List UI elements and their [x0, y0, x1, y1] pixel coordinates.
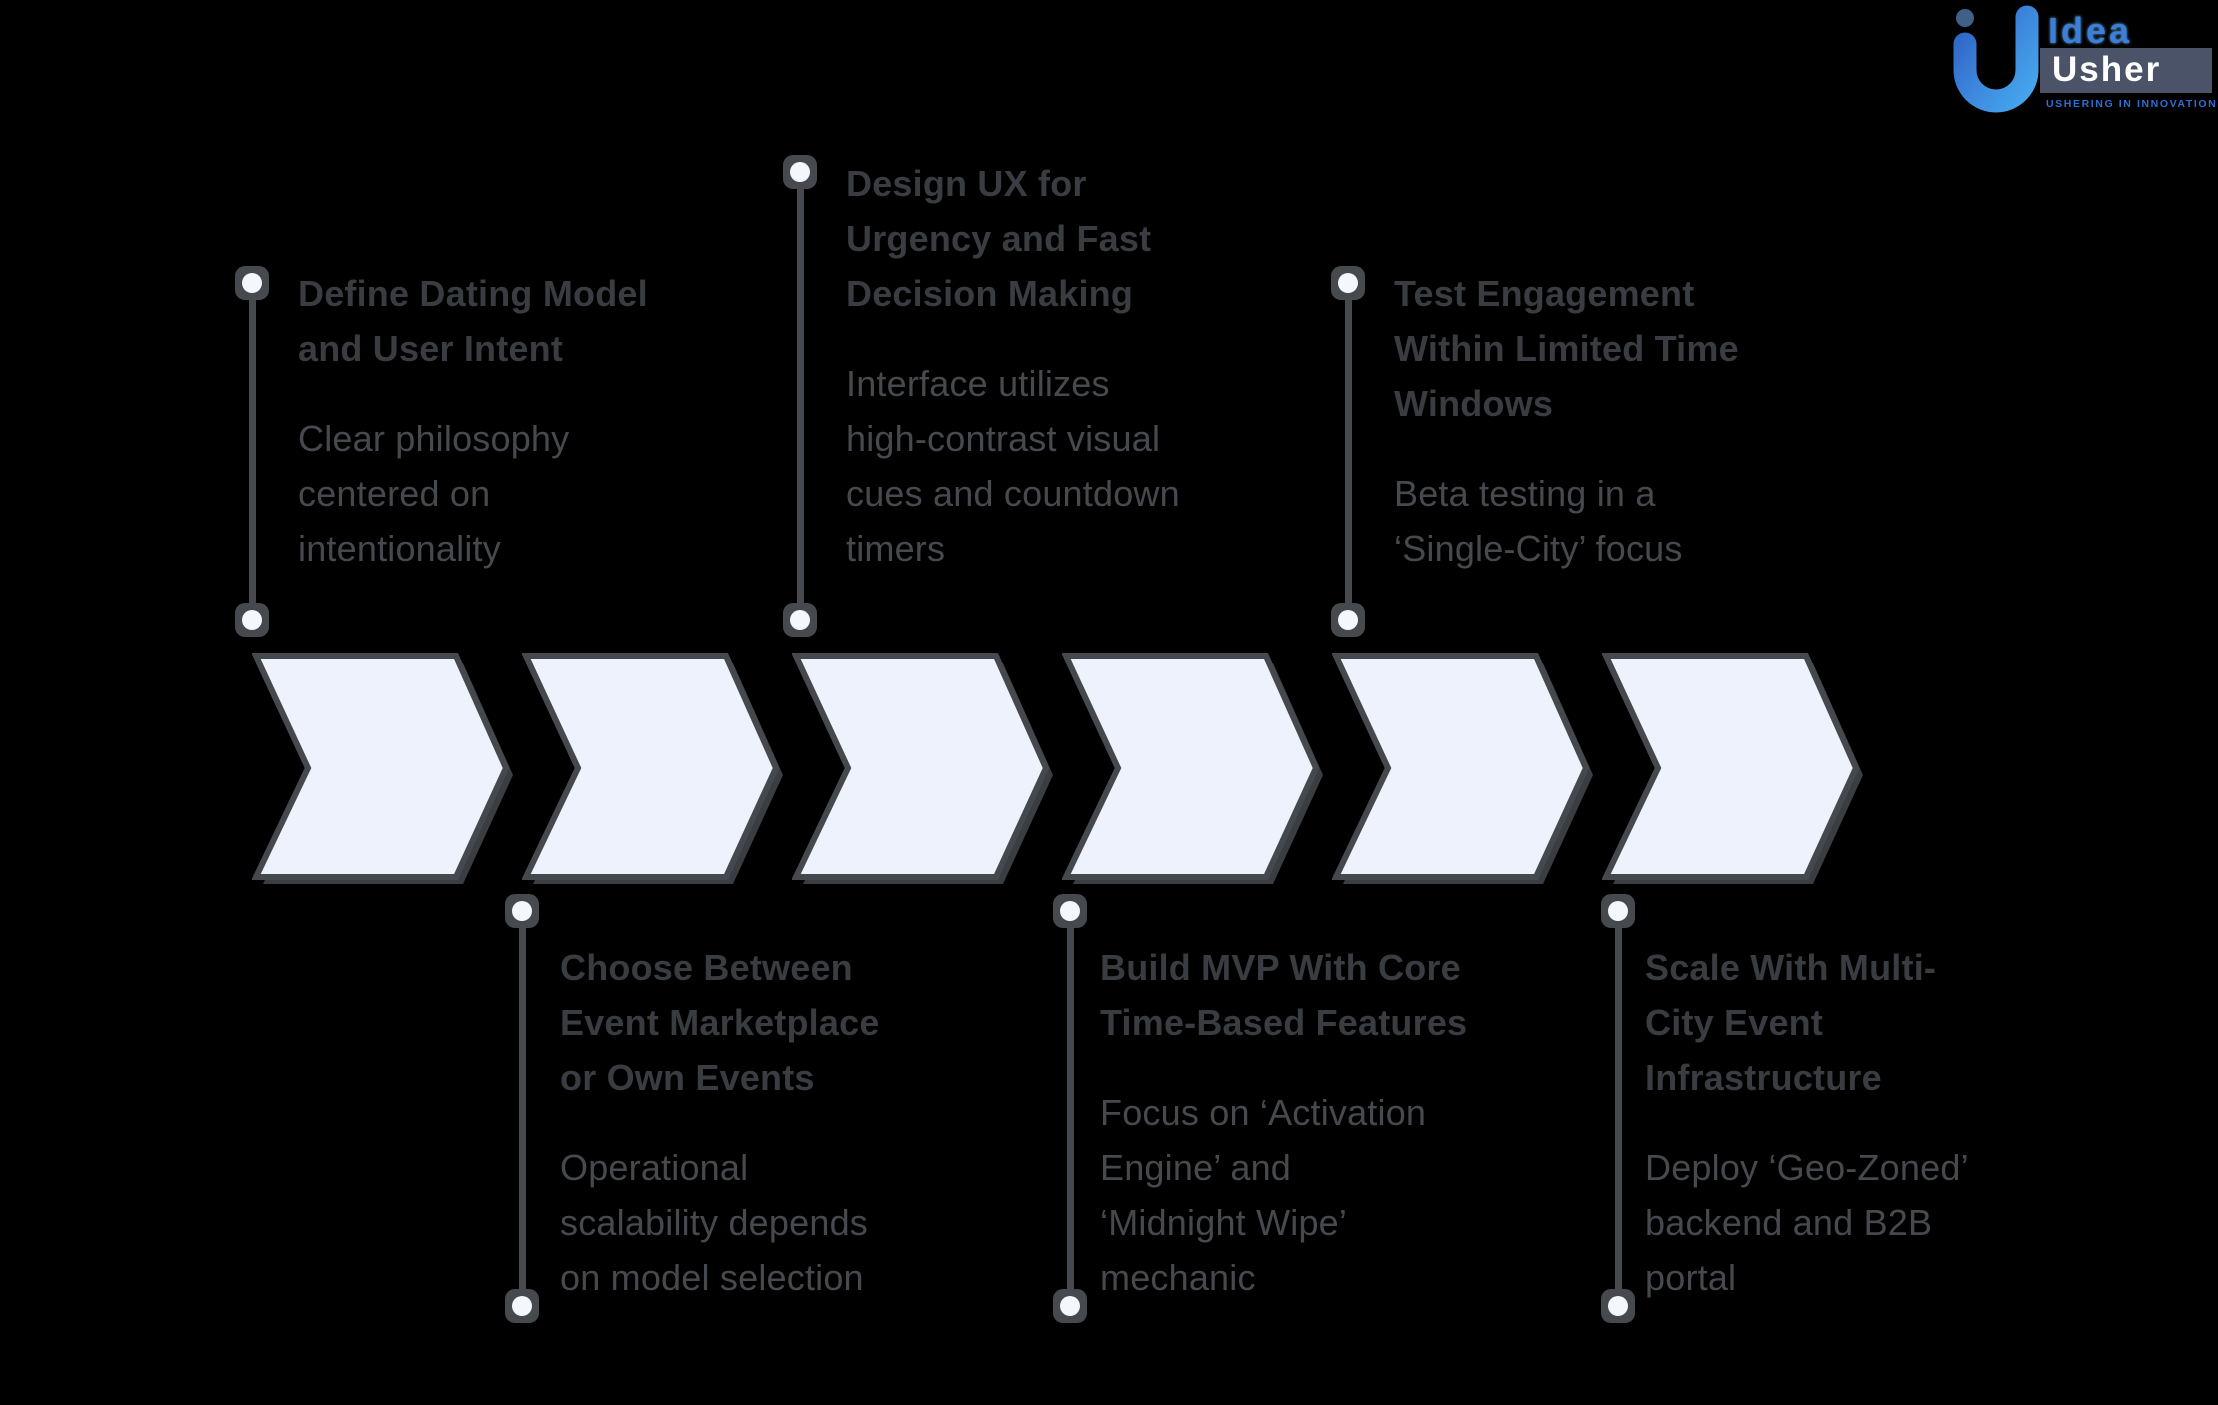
- connector-dot-icon: [505, 1289, 539, 1323]
- step-4-heading: Build MVP With Core Time-Based Features: [1100, 947, 1468, 1043]
- connector-line: [1345, 283, 1352, 620]
- step-6-heading: Scale With Multi- City Event Infrastruct…: [1645, 947, 1937, 1098]
- step-5-body: Beta testing in a ‘Single-City’ focus: [1394, 473, 1683, 569]
- connector-dot-icon: [1053, 1289, 1087, 1323]
- step-1-body: Clear philosophy centered on intentional…: [298, 418, 570, 569]
- step-5-text: Test Engagement Within Limited Time Wind…: [1394, 266, 1864, 576]
- connector-line: [519, 911, 526, 1306]
- chevron-arrow-2: [522, 653, 783, 884]
- chevron-arrow-1: [252, 653, 513, 884]
- logo-word-idea: Idea: [2048, 10, 2133, 51]
- connector-dot-icon: [783, 603, 817, 637]
- step-1-text: Define Dating Model and User Intent Clea…: [298, 266, 768, 576]
- logo-tagline: USHERING IN INNOVATION: [2046, 98, 2218, 110]
- connector-dot-icon: [1331, 266, 1365, 300]
- step-2-text: Choose Between Event Marketplace or Own …: [560, 940, 1030, 1305]
- connector-line: [797, 172, 804, 620]
- step-2-heading: Choose Between Event Marketplace or Own …: [560, 947, 880, 1098]
- connector-dot-icon: [235, 603, 269, 637]
- step-6-text: Scale With Multi- City Event Infrastruct…: [1645, 940, 2115, 1305]
- logo-word-usher-box: Usher: [2040, 48, 2212, 93]
- connector-line: [1615, 911, 1622, 1306]
- chevron-arrow-5: [1332, 653, 1593, 884]
- iu-monogram-icon: [1953, 5, 2039, 113]
- chevron-arrow-4: [1062, 653, 1323, 884]
- step-3-body: Interface utilizes high-contrast visual …: [846, 363, 1180, 569]
- connector-dot-icon: [783, 155, 817, 189]
- connector-line: [1067, 911, 1074, 1306]
- connector-dot-icon: [1331, 603, 1365, 637]
- step-3-text: Design UX for Urgency and Fast Decision …: [846, 156, 1316, 576]
- chevron-arrow-6: [1602, 653, 1863, 884]
- step-3-heading: Design UX for Urgency and Fast Decision …: [846, 163, 1152, 314]
- connector-dot-icon: [505, 894, 539, 928]
- step-4-text: Build MVP With Core Time-Based Features …: [1100, 940, 1570, 1305]
- connector-line: [249, 283, 256, 620]
- idea-usher-logo: Idea Usher USHERING IN INNOVATION: [1942, 4, 2216, 116]
- step-1-heading: Define Dating Model and User Intent: [298, 273, 648, 369]
- connector-dot-icon: [1053, 894, 1087, 928]
- connector-dot-icon: [235, 266, 269, 300]
- step-4-body: Focus on ‘Activation Engine’ and ‘Midnig…: [1100, 1092, 1427, 1298]
- step-5-heading: Test Engagement Within Limited Time Wind…: [1394, 273, 1739, 424]
- connector-dot-icon: [1601, 1289, 1635, 1323]
- connector-dot-icon: [1601, 894, 1635, 928]
- step-6-body: Deploy ‘Geo-Zoned’ backend and B2B porta…: [1645, 1147, 1969, 1298]
- step-2-body: Operational scalability depends on model…: [560, 1147, 868, 1298]
- chevron-arrow-3: [792, 653, 1053, 884]
- logo-word-usher: Usher: [2052, 50, 2162, 89]
